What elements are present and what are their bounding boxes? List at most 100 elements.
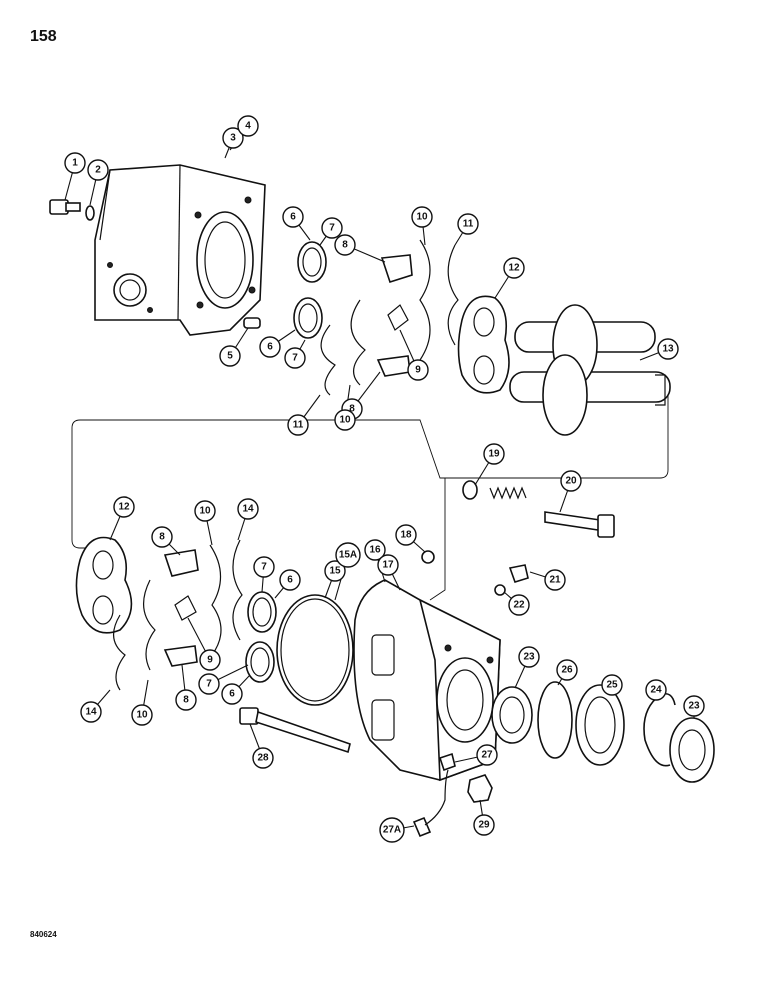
callout-label: 7 [329, 223, 335, 234]
callout-c16: 16 [364, 539, 386, 561]
plug-18 [421, 550, 435, 564]
callout-c7d: 7 [198, 673, 220, 695]
callout-label: 23 [688, 701, 700, 712]
callout-c28: 28 [252, 747, 274, 769]
callout-c27a: 27A [379, 817, 405, 843]
callout-label: 23 [523, 652, 535, 663]
callout-c10d: 10 [131, 704, 153, 726]
callout-label: 17 [382, 560, 394, 571]
callout-c23a: 23 [518, 646, 540, 668]
callout-label: 9 [415, 365, 421, 376]
callout-c6b: 6 [259, 336, 281, 358]
o-ring-26 [537, 681, 573, 759]
callout-label: 8 [349, 404, 355, 415]
callout-label: 6 [290, 212, 296, 223]
callout-circle [113, 496, 135, 518]
figure-code: 840624 [30, 930, 57, 939]
callout-circle [131, 704, 153, 726]
callout-label: 27A [383, 825, 401, 836]
callout-label: 8 [342, 240, 348, 251]
callout-c4: 4 [237, 115, 259, 137]
callout-circle [324, 560, 346, 582]
gear-shafts-13 [509, 304, 671, 436]
callout-c11a: 11 [457, 213, 479, 235]
callout-c17: 17 [377, 554, 399, 576]
callout-label: 13 [662, 344, 674, 355]
callout-label: 7 [206, 679, 212, 690]
callout-circle [219, 345, 241, 367]
valve-pin-20 [544, 511, 615, 538]
callout-circle [560, 470, 582, 492]
callout-circle [252, 747, 274, 769]
callout-circle [379, 817, 405, 843]
callout-circle [175, 689, 197, 711]
callout-label: 8 [183, 695, 189, 706]
callout-circle [335, 542, 361, 568]
callout-circle [237, 498, 259, 520]
callouts: 1234566667777888899101010101111121213141… [64, 115, 705, 843]
callout-c7c: 7 [253, 556, 275, 578]
callout-c22: 22 [508, 594, 530, 616]
callout-circle [645, 679, 667, 701]
callout-c3: 3 [222, 127, 244, 149]
dowel-pin-5 [243, 317, 261, 329]
callout-circle [259, 336, 281, 358]
callout-c14a: 14 [237, 498, 259, 520]
callout-circle [395, 524, 417, 546]
callout-circle [364, 539, 386, 561]
snap-ring-24 [643, 692, 676, 767]
callout-circle [287, 414, 309, 436]
seal-set-lower [113, 539, 243, 691]
callout-c8a: 8 [334, 234, 356, 256]
plug-21 [508, 564, 529, 583]
page-number: 158 [30, 28, 57, 45]
callout-circle [334, 409, 356, 431]
callout-circle [253, 556, 275, 578]
callout-label: 14 [85, 707, 97, 718]
callout-circle [544, 569, 566, 591]
callout-circle [64, 152, 86, 174]
callout-c11b: 11 [287, 414, 309, 436]
callout-c10a: 10 [411, 206, 433, 228]
callout-circle [473, 814, 495, 836]
callout-c15a: 15A [335, 542, 361, 568]
callout-label: 15A [339, 550, 357, 561]
callout-c21: 21 [544, 569, 566, 591]
callout-c1: 1 [64, 152, 86, 174]
o-ring-15 [276, 594, 354, 706]
callout-label: 3 [230, 133, 236, 144]
callout-label: 18 [400, 530, 412, 541]
callout-circle [683, 695, 705, 717]
callout-label: 22 [513, 600, 525, 611]
wear-plate-12-upper [457, 295, 510, 394]
callout-c6d: 6 [221, 683, 243, 705]
callout-label: 6 [267, 342, 273, 353]
callout-label: 7 [261, 562, 267, 573]
bushing-set-upper [293, 241, 327, 339]
callout-label: 1 [72, 158, 78, 169]
fitting-27 [438, 752, 456, 772]
spring-20 [489, 486, 527, 500]
callout-circle [657, 338, 679, 360]
callout-c12a: 12 [503, 257, 525, 279]
bolt-28 [239, 707, 351, 754]
bolt-1 [49, 199, 81, 215]
callout-circle [407, 359, 429, 381]
nut-29 [467, 774, 493, 803]
callout-c25: 25 [601, 674, 623, 696]
callout-label: 16 [369, 545, 381, 556]
callout-label: 28 [257, 753, 269, 764]
callout-circle [476, 744, 498, 766]
callout-label: 15 [329, 566, 341, 577]
callout-c20: 20 [560, 470, 582, 492]
bushing-set-lower [245, 591, 277, 683]
callout-c18: 18 [395, 524, 417, 546]
callout-label: 4 [245, 121, 251, 132]
callout-circle [518, 646, 540, 668]
callout-c14b: 14 [80, 701, 102, 723]
callout-circle [221, 683, 243, 705]
callout-label: 27 [481, 750, 493, 761]
fitting-27a [412, 816, 432, 838]
callout-label: 20 [565, 476, 577, 487]
callout-circle [457, 213, 479, 235]
